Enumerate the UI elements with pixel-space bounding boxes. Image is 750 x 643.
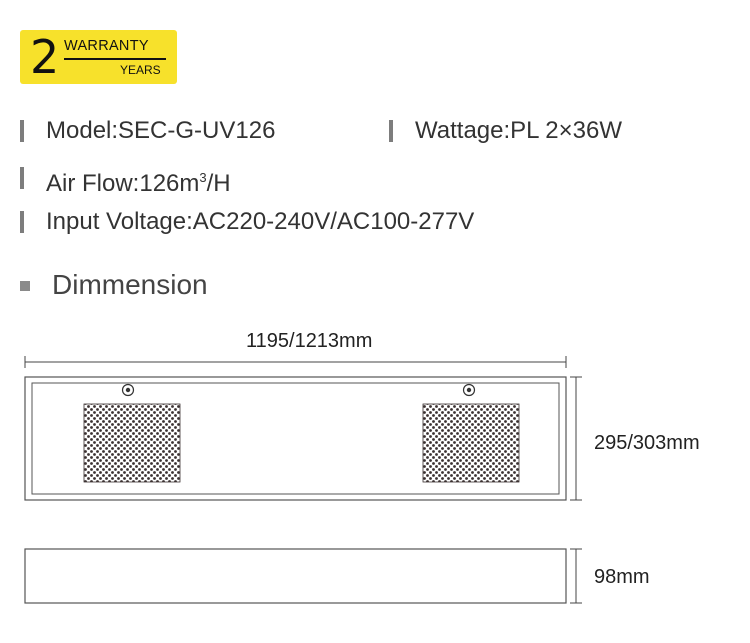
screw-icon [462, 383, 476, 397]
bullet-bar [389, 120, 393, 142]
vent-grille-right [422, 403, 520, 483]
height-label: 295/303mm [594, 432, 700, 454]
warranty-divider [64, 58, 166, 60]
bullet-bar [20, 120, 24, 142]
warranty-badge: 2 WARRANTY YEARS [20, 30, 177, 84]
spec-airflow-text: Air Flow:126m3/H [46, 164, 231, 198]
bullet-bar [20, 211, 24, 233]
depth-dimension-line [570, 548, 582, 604]
spec-model-text: Model:SEC-G-UV126 [46, 117, 276, 144]
warranty-years-number: 2 [30, 30, 60, 84]
screw-icon [121, 383, 135, 397]
airflow-suffix: /H [206, 170, 231, 197]
width-label: 1195/1213mm [246, 330, 373, 352]
vent-grille-left [83, 403, 181, 483]
square-bullet-icon [20, 281, 30, 291]
airflow-prefix: Air Flow:126m [46, 170, 200, 197]
dimension-title: Dimmension [52, 269, 208, 300]
bullet-bar [20, 167, 24, 189]
airflow-superscript: 3 [199, 170, 207, 185]
spec-wattage-text: Wattage:PL 2×36W [415, 117, 622, 144]
height-dimension-line [570, 376, 582, 501]
side-view-panel [24, 548, 567, 604]
width-dimension-line [24, 356, 567, 368]
spec-voltage-text: Input Voltage:AC220-240V/AC100-277V [46, 208, 475, 235]
depth-label: 98mm [594, 566, 650, 588]
warranty-years-label: YEARS [120, 63, 161, 77]
warranty-label: WARRANTY [64, 38, 149, 54]
